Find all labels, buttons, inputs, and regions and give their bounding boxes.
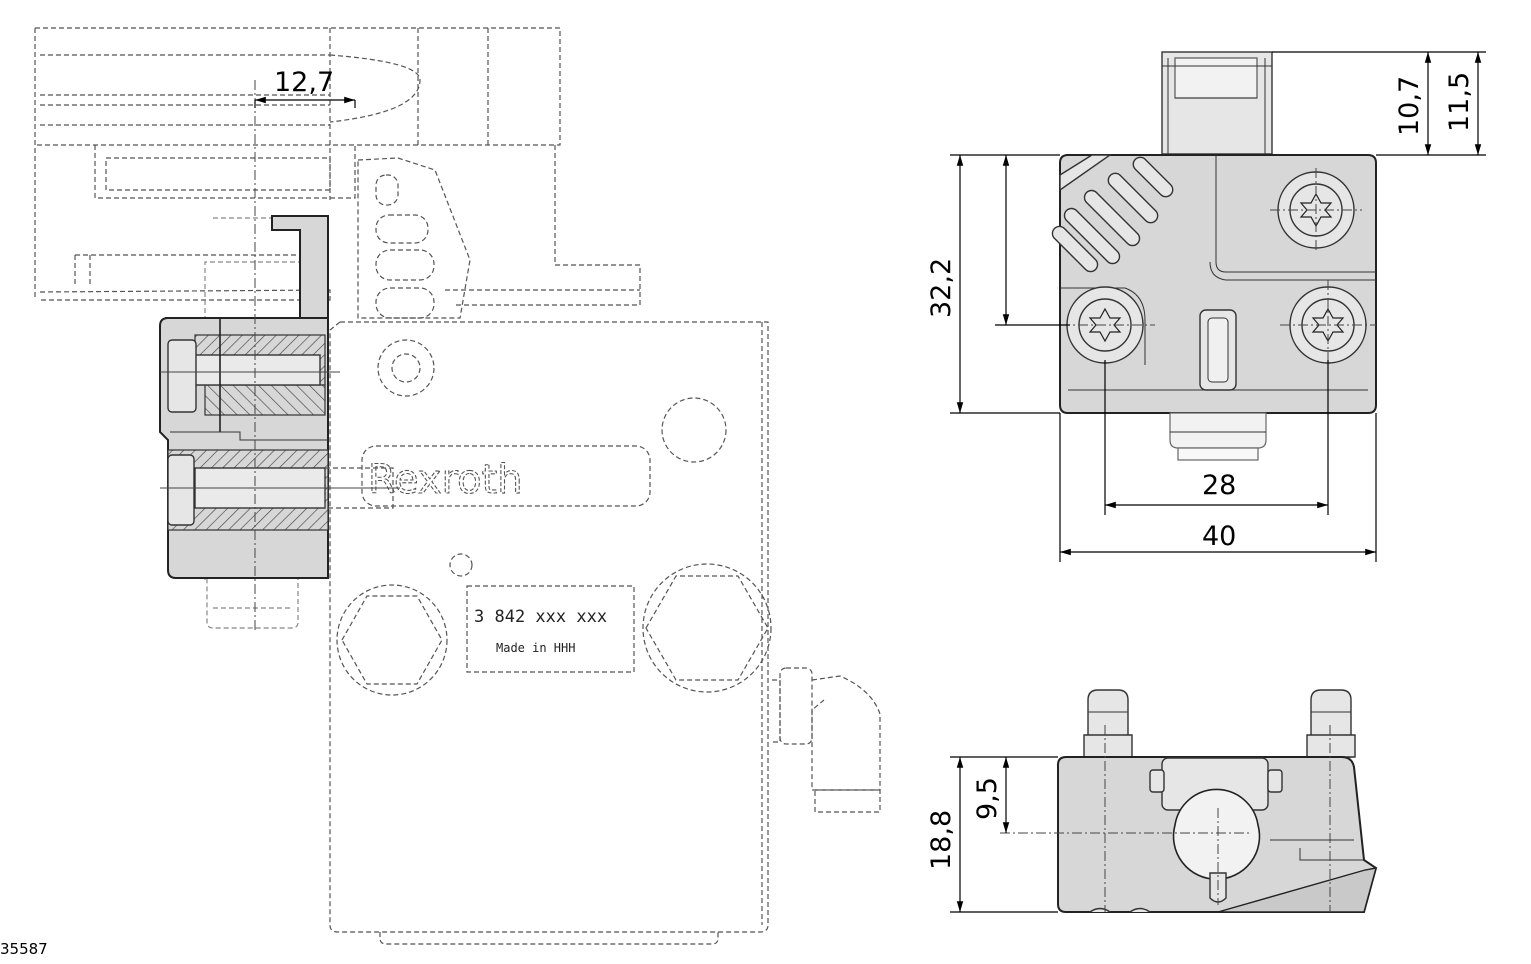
top-fitting: [1161, 51, 1273, 155]
front-view: 32,2 10,7 11,5 28 40: [926, 51, 1486, 562]
hook-part: [271, 215, 329, 319]
stop-block-section: [159, 317, 400, 579]
dim-width-holes-label: 28: [1202, 470, 1236, 501]
dim-offset-label: 12,7: [274, 67, 334, 98]
dim-width-holes: 28: [1104, 360, 1329, 515]
nameplate-origin: Made in HHH: [496, 641, 575, 655]
dim-side-center: 9,5: [972, 757, 1010, 833]
cylinder-body: Rexroth 3 842 xxx xxx Made in HHH: [329, 321, 772, 945]
assembly-view: Rexroth 3 842 xxx xxx Made in HHH: [34, 27, 881, 945]
dim-width-total-label: 40: [1202, 521, 1236, 552]
elbow-fitting: [772, 667, 881, 813]
dim-height-total: 32,2: [926, 154, 1060, 414]
dim-side-height: 18,8: [926, 756, 1058, 913]
dim-fitting-b-label: 11,5: [1444, 72, 1475, 132]
bottom-fitting: [1169, 412, 1267, 461]
rail-profile: [34, 27, 641, 319]
dim-offset: 12,7: [254, 67, 356, 108]
dim-side-center-label: 9,5: [972, 777, 1003, 820]
dim-height-screw: [995, 155, 1070, 326]
side-nozzle-right: [1306, 689, 1356, 758]
side-nozzle-left: [1083, 689, 1133, 758]
nameplate-part-number: 3 842 xxx xxx: [474, 607, 607, 627]
dim-side-height-label: 18,8: [926, 810, 957, 870]
dim-height-total-label: 32,2: [926, 258, 957, 318]
brand-logo: Rexroth: [368, 457, 523, 503]
dim-fitting-a: 10,7: [1272, 51, 1486, 156]
side-bore: [1172, 788, 1261, 880]
figure-id: 35587: [0, 940, 48, 958]
dim-fitting-a-label: 10,7: [1394, 76, 1425, 136]
dim-width-total: 40: [1059, 413, 1377, 562]
dim-fitting-b: 11,5: [1444, 51, 1482, 155]
grip-grooves: [1051, 154, 1174, 273]
side-view: 18,8 9,5: [926, 689, 1378, 913]
